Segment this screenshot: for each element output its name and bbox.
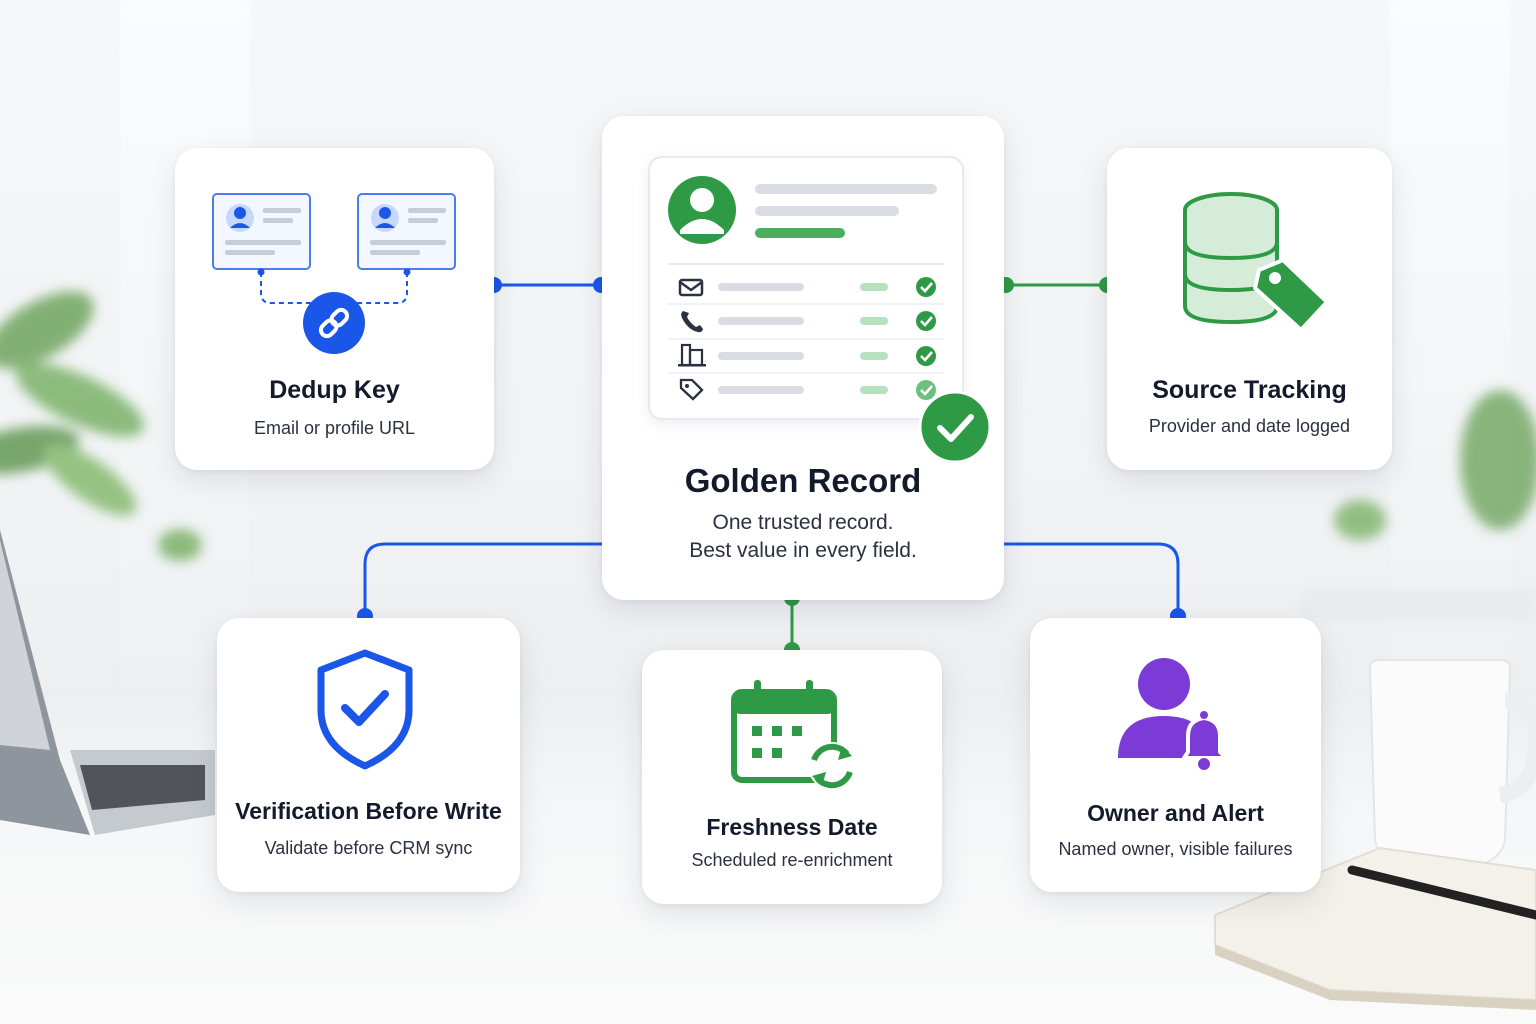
golden-record-title: Golden Record	[684, 462, 922, 499]
phone-row	[681, 311, 936, 333]
email-row	[678, 277, 936, 297]
golden-record-card[interactable]: Golden Record One trusted record. Best v…	[602, 116, 1004, 600]
verification-subtitle: Validate before CRM sync	[264, 838, 473, 858]
shield-check-icon	[317, 649, 413, 770]
contact-record-icon	[668, 176, 944, 401]
plant-left	[0, 291, 202, 561]
plant-right	[1334, 390, 1536, 540]
company-row	[678, 343, 936, 367]
source-tracking-card[interactable]: Source Tracking Provider and date logged	[1107, 148, 1392, 470]
dedup-key-title: Dedup Key	[269, 376, 400, 404]
source-tracking-subtitle: Provider and date logged	[1148, 416, 1351, 436]
verification-title: Verification Before Write	[235, 798, 502, 824]
laptop	[0, 530, 215, 835]
owner-alert-subtitle: Named owner, visible failures	[1058, 839, 1293, 859]
dedup-key-subtitle: Email or profile URL	[253, 418, 416, 438]
linked-contact-cards-icon	[212, 193, 456, 354]
window-pane	[1390, 0, 1510, 700]
owner-alert-card[interactable]: Owner and Alert Named owner, visible fai…	[1030, 618, 1321, 892]
freshness-date-title: Freshness Date	[706, 814, 878, 840]
freshness-date-subtitle: Scheduled re-enrichment	[691, 850, 893, 870]
source-tracking-title: Source Tracking	[1152, 376, 1347, 404]
contact-record-panel	[648, 156, 964, 420]
calendar-refresh-icon	[731, 680, 856, 790]
tag-row	[679, 378, 936, 401]
verified-check-badge-icon	[918, 390, 992, 464]
database-tag-icon	[1183, 192, 1329, 332]
person-bell-icon	[1118, 658, 1228, 770]
freshness-date-card[interactable]: Freshness Date Scheduled re-enrichment	[642, 650, 942, 904]
dedup-key-card[interactable]: Dedup Key Email or profile URL	[175, 148, 494, 470]
owner-alert-title: Owner and Alert	[1087, 800, 1264, 826]
coffee-mug	[1368, 659, 1536, 872]
verification-card[interactable]: Verification Before Write Validate befor…	[217, 618, 520, 892]
golden-record-line-1: One trusted record.	[712, 511, 894, 534]
golden-record-line-2: Best value in every field.	[689, 539, 917, 562]
shelf	[1300, 590, 1536, 620]
